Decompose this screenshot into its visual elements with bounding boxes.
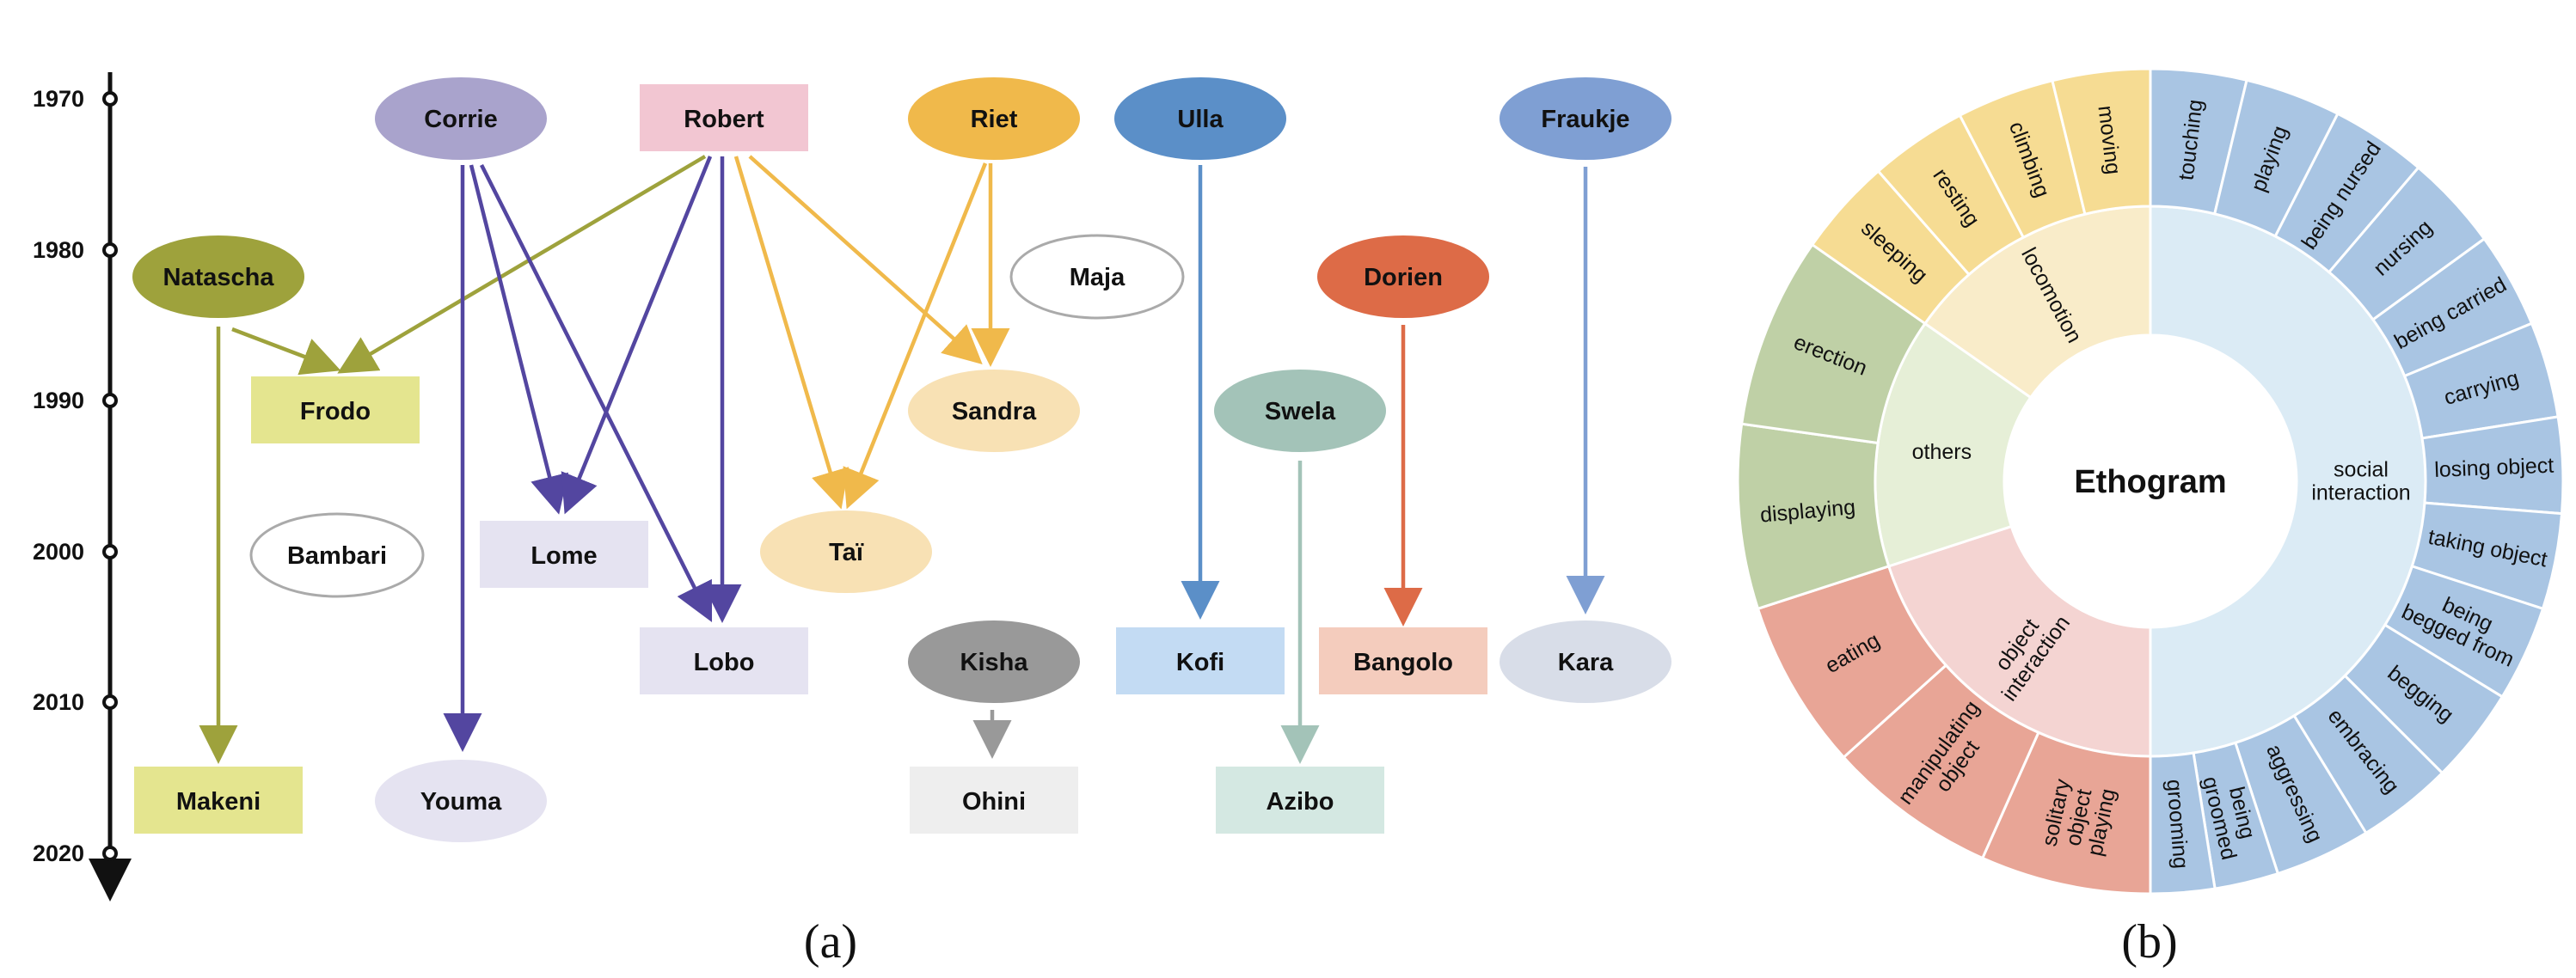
edge-corrie-lobo xyxy=(479,163,713,623)
node-tai: Taï xyxy=(760,510,932,593)
edge-robert-lome xyxy=(561,156,713,515)
node-riet: Riet xyxy=(908,77,1080,160)
node-natascha: Natascha xyxy=(132,235,304,318)
svg-text:Maja: Maja xyxy=(1070,264,1125,291)
edge-corrie-lome xyxy=(469,164,569,515)
node-bangolo: Bangolo xyxy=(1319,627,1487,694)
node-ulla: Ulla xyxy=(1114,77,1286,160)
svg-text:Kisha: Kisha xyxy=(960,649,1029,676)
node-swela: Swela xyxy=(1214,370,1386,452)
node-kara: Kara xyxy=(1500,620,1671,703)
year-tick-2010: 2010 xyxy=(33,689,118,715)
node-robert: Robert xyxy=(640,84,808,151)
node-ohini: Ohini xyxy=(910,767,1078,834)
svg-text:Ohini: Ohini xyxy=(962,788,1026,816)
node-youma: Youma xyxy=(375,760,547,842)
family-tree-panel: 1970 1980 1990 2000 2010 2020 xyxy=(33,72,1671,969)
svg-text:2020: 2020 xyxy=(33,840,84,866)
svg-text:1970: 1970 xyxy=(33,86,84,112)
svg-text:Taï: Taï xyxy=(829,539,864,566)
svg-text:Sandra: Sandra xyxy=(952,398,1037,425)
svg-text:Swela: Swela xyxy=(1265,398,1336,425)
node-lome: Lome xyxy=(480,521,648,588)
svg-text:Lobo: Lobo xyxy=(694,649,755,676)
svg-text:Robert: Robert xyxy=(684,106,764,133)
kinship-edges xyxy=(199,155,1605,764)
behavior-moving xyxy=(2051,67,2152,216)
svg-text:1990: 1990 xyxy=(33,388,84,413)
svg-text:Kara: Kara xyxy=(1558,649,1614,676)
svg-text:Bangolo: Bangolo xyxy=(1353,649,1453,676)
node-maja: Maja xyxy=(1009,234,1185,320)
node-makeni: Makeni xyxy=(134,767,303,834)
timeline-axis: 1970 1980 1990 2000 2010 2020 xyxy=(33,72,132,902)
svg-text:Fraukje: Fraukje xyxy=(1541,106,1629,133)
svg-text:1980: 1980 xyxy=(33,237,84,263)
svg-text:Riet: Riet xyxy=(971,106,1018,133)
node-dorien: Dorien xyxy=(1317,235,1489,318)
svg-text:2000: 2000 xyxy=(33,539,84,565)
svg-text:Azibo: Azibo xyxy=(1267,788,1334,816)
edge-riet-tai xyxy=(843,162,988,510)
edge-robert-tai xyxy=(733,156,849,510)
edge-robert-sandra xyxy=(748,155,983,364)
svg-text:Dorien: Dorien xyxy=(1364,264,1443,291)
year-tick-1990: 1990 xyxy=(33,388,118,413)
year-tick-1970: 1970 xyxy=(33,86,118,112)
node-fraukje: Fraukje xyxy=(1500,77,1671,160)
node-bambari: Bambari xyxy=(249,512,425,598)
node-sandra: Sandra xyxy=(908,370,1080,452)
node-azibo: Azibo xyxy=(1216,767,1384,834)
edge-natascha-frodo xyxy=(231,327,341,376)
svg-text:Corrie: Corrie xyxy=(424,106,497,133)
year-tick-1980: 1980 xyxy=(33,237,118,263)
year-tick-2000: 2000 xyxy=(33,539,118,565)
svg-text:2010: 2010 xyxy=(33,689,84,715)
svg-text:Natascha: Natascha xyxy=(163,264,275,291)
edge-robert-frodo xyxy=(337,155,707,374)
caption-b: (b) xyxy=(2121,915,2177,969)
node-lobo: Lobo xyxy=(640,627,808,694)
svg-text:Lome: Lome xyxy=(531,542,597,570)
node-kofi: Kofi xyxy=(1116,627,1285,694)
behavior-label-losing-object: losing object xyxy=(2434,454,2555,482)
node-corrie: Corrie xyxy=(375,77,547,160)
caption-a: (a) xyxy=(804,915,857,969)
ethogram-center xyxy=(2004,335,2297,627)
node-frodo: Frodo xyxy=(251,376,420,443)
ethogram-title: Ethogram xyxy=(2074,464,2226,500)
svg-text:Youma: Youma xyxy=(420,788,502,816)
category-label-others: others xyxy=(1912,440,1972,464)
svg-text:Kofi: Kofi xyxy=(1176,649,1224,676)
year-tick-2020: 2020 xyxy=(33,840,118,866)
svg-text:Makeni: Makeni xyxy=(176,788,261,816)
svg-text:Bambari: Bambari xyxy=(287,542,387,570)
svg-text:Ulla: Ulla xyxy=(1177,106,1224,133)
node-kisha: Kisha xyxy=(908,620,1080,703)
svg-text:Frodo: Frodo xyxy=(300,398,371,425)
